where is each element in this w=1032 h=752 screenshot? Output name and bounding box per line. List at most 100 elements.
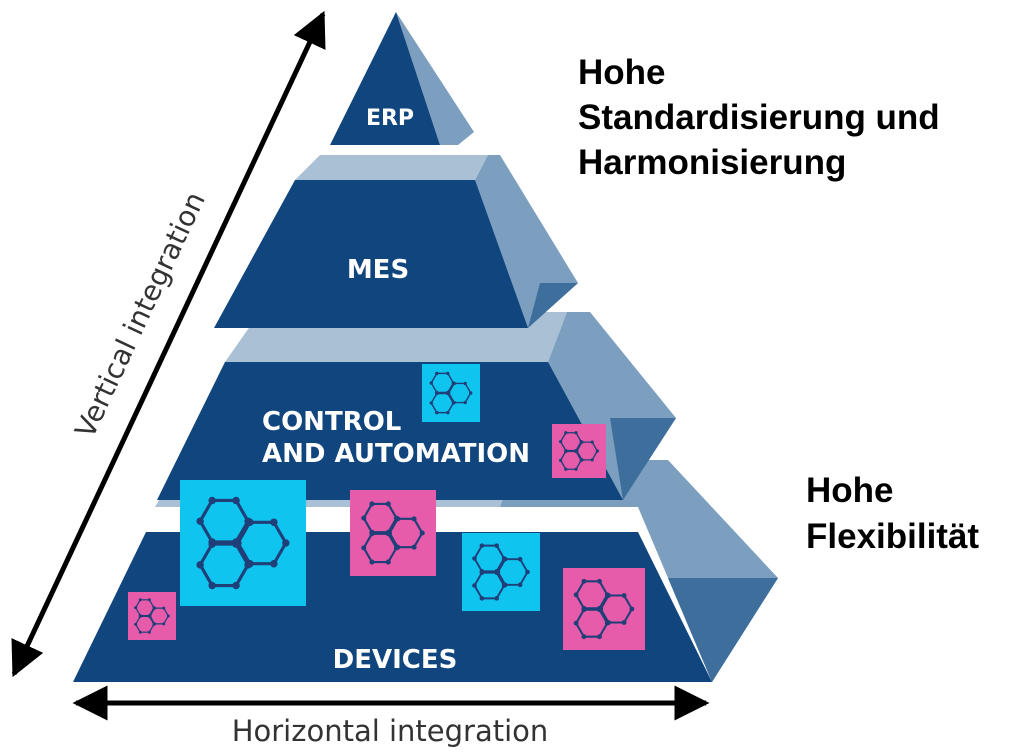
hexagon-node	[597, 578, 602, 584]
annotation-standardization-line1: Hohe	[578, 53, 666, 92]
hexagon-node	[138, 614, 142, 618]
hexagon-node	[162, 622, 166, 626]
hexagon-node	[597, 634, 602, 640]
hexagon-node	[463, 400, 467, 405]
hexagon-node	[564, 467, 568, 471]
hexagon-cluster-icon	[552, 424, 606, 478]
hexagon-node	[435, 391, 439, 396]
hexagon-node	[451, 401, 456, 405]
pyramid-level-mes: MES	[214, 155, 578, 328]
hexagon-node	[147, 614, 151, 618]
hexagon-node	[208, 496, 216, 505]
hexagon-node	[479, 570, 485, 575]
hexagon-node	[590, 440, 594, 444]
hexagon-node	[564, 431, 568, 435]
erp-label: ERP	[366, 106, 414, 131]
hexagon-node	[525, 569, 530, 575]
hexagon-node	[446, 371, 450, 376]
hexagon-node	[152, 622, 156, 626]
mes-front-face	[214, 180, 528, 328]
hexagon-node	[581, 607, 587, 613]
hexagon-node	[479, 543, 485, 548]
hexagon-node	[574, 467, 578, 471]
erp-side-face	[396, 12, 474, 145]
annotation-flexibility: Hohe Flexibilität	[806, 468, 979, 560]
hexagon-node	[502, 556, 508, 562]
hexagon-node	[494, 570, 500, 575]
hexagon-cluster-icon	[462, 533, 540, 611]
hexagon-node	[581, 634, 587, 640]
hexagon-cluster-icon	[128, 592, 176, 640]
hexagon-node	[162, 606, 166, 610]
control-label-line1: CONTROL	[262, 407, 401, 437]
hexagon-node	[573, 592, 579, 598]
hexagon-node	[147, 630, 151, 634]
hexagon-node	[369, 559, 375, 565]
hexagon-node	[435, 371, 439, 376]
hexagon-node	[385, 501, 391, 507]
hexagon-node	[270, 560, 278, 568]
annotation-flexibility-line1: Hohe	[806, 471, 894, 510]
hexagon-node	[419, 530, 425, 536]
hexagon-node	[435, 410, 439, 415]
hexagon-node	[153, 606, 157, 610]
vertical-integration-arrow	[11, 10, 326, 678]
hexagon-node	[138, 630, 142, 634]
hexagon-node	[574, 431, 578, 435]
hexagon-node	[604, 620, 610, 626]
hexagon-node	[369, 501, 375, 507]
hexagon-node	[517, 582, 523, 588]
hexagon-node	[559, 440, 563, 444]
hexagon-node	[395, 516, 401, 522]
hexagon-node	[452, 381, 456, 386]
hexagon-node	[246, 518, 254, 526]
hexagon-node	[361, 515, 367, 521]
annotation-standardization-line3: Harmonisierung	[578, 143, 847, 182]
annotation-flexibility-line2: Flexibilität	[806, 517, 980, 556]
hexagon-node	[232, 496, 240, 505]
hexagon-node	[621, 593, 627, 598]
hexagon-node	[134, 606, 138, 610]
hexagon-node	[559, 458, 563, 462]
horizontal-integration-label: Horizontal integration	[232, 714, 549, 748]
hexagon-node	[232, 540, 240, 548]
hexagon-node	[463, 381, 467, 386]
hexagon-node	[208, 581, 216, 590]
annotation-standardization-line2: Standardisierung und	[578, 98, 940, 137]
hexagon-node	[429, 401, 433, 405]
hexagon-node	[196, 561, 204, 569]
hexagon-node	[581, 578, 587, 584]
control-side-dark	[610, 418, 676, 500]
hexagon-node	[479, 596, 485, 601]
hexagon-node	[472, 556, 477, 561]
hexagon-node	[196, 517, 204, 525]
hexagon-node	[517, 556, 523, 562]
hexagon-node	[597, 607, 602, 613]
hexagon-node	[138, 598, 142, 602]
hexagon-node	[564, 449, 568, 454]
control-label-line2: AND AUTOMATION	[262, 439, 530, 469]
hexagon-node	[369, 531, 375, 537]
erp-front-face	[330, 12, 440, 145]
devices-label: DEVICES	[333, 645, 458, 675]
hexagon-node	[629, 606, 635, 612]
hexagon-node	[282, 539, 290, 547]
mes-top-face	[295, 155, 488, 180]
hexagon-node	[494, 596, 500, 601]
hexagon-node	[166, 614, 170, 618]
hexagon-node	[134, 622, 138, 626]
hexagon-node	[590, 458, 594, 462]
hexagon-node	[494, 543, 500, 548]
hexagon-cluster-icon	[350, 490, 436, 576]
hexagon-cluster-icon	[422, 364, 480, 422]
hexagon-cluster-icon	[563, 568, 645, 650]
annotation-standardization: Hohe Standardisierung und Harmonisierung	[578, 50, 940, 185]
hexagon-node	[573, 620, 579, 626]
hexagon-node	[270, 518, 278, 526]
hexagon-node	[595, 449, 599, 453]
hexagon-node	[411, 544, 417, 550]
devices-side-dark	[668, 578, 778, 682]
hexagon-node	[385, 531, 391, 537]
hexagon-node	[429, 381, 433, 385]
